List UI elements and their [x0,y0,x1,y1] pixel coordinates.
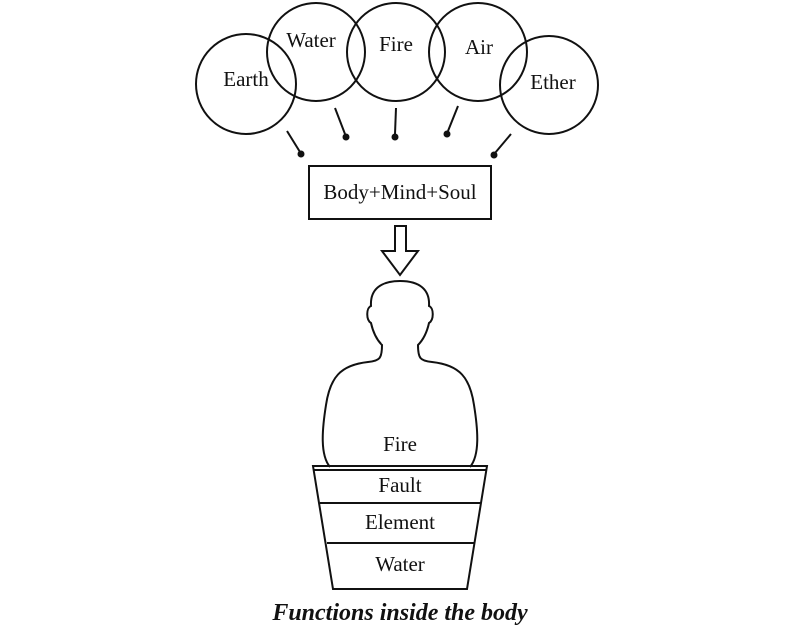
figure-caption: Functions inside the body [271,600,528,626]
connector-earth [286,130,305,158]
element-circles [195,2,599,135]
air-circle [428,2,528,102]
element-connectors [286,105,512,159]
body-layers: Fire Fault Element Water [311,432,489,590]
connector-fire [391,107,399,141]
element-labels: Earth Water Fire Air Ether [223,28,575,94]
down-arrow [380,225,420,277]
water-label: Water [286,28,336,52]
connector-ether [490,133,512,159]
combination-label: Body+Mind+Soul [323,180,476,204]
ether-circle [499,35,599,135]
connector-water [334,107,350,141]
connector-air [443,105,459,138]
layer-element-label: Element [365,510,435,534]
ether-label: Ether [530,70,575,94]
layer-water-label: Water [375,552,425,576]
earth-label: Earth [223,67,269,91]
layer-fault-label: Fault [378,473,421,497]
fire-label: Fire [379,32,413,56]
air-label: Air [465,35,493,59]
earth-circle [195,33,297,135]
fire-circle [346,2,446,102]
combination-box: Body+Mind+Soul [308,165,492,220]
water-circle [266,2,366,102]
layer-fire-label: Fire [383,432,417,456]
body-outline [321,279,479,468]
human-figure [321,279,479,468]
